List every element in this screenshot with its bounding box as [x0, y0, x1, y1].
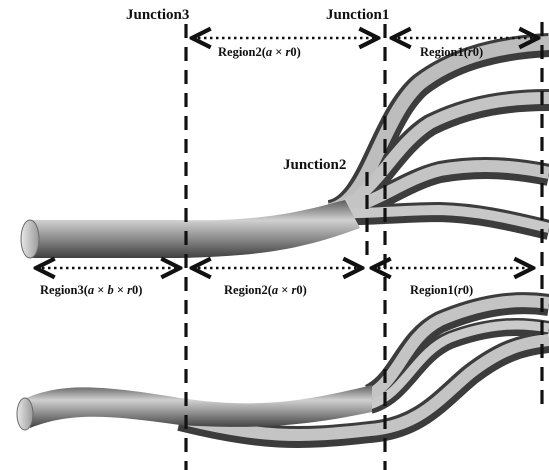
bottom-region2-label: Region2(a × r0)	[224, 284, 307, 297]
times: ×	[278, 283, 291, 297]
text: Region2(	[224, 283, 272, 297]
bottom-region3-label: Region3(a × b × r0)	[40, 284, 142, 297]
text: Region1(	[410, 283, 458, 297]
text: Region2(	[218, 45, 266, 59]
text: 0)	[463, 283, 473, 297]
junction3-label: Junction3	[126, 8, 189, 23]
text: Region1(	[420, 45, 468, 59]
junction1-label: Junction1	[326, 8, 389, 23]
text: Region3(	[40, 283, 88, 297]
upper-vessel-tree	[21, 43, 549, 258]
text: 0)	[290, 45, 300, 59]
bottom-region1-label: Region1(r0)	[410, 284, 473, 297]
times: ×	[94, 283, 107, 297]
lower-vessel-tree	[17, 301, 549, 437]
top-region2-label: Region2(a × r0)	[218, 46, 301, 59]
junction2-label: Junction2	[283, 158, 346, 173]
times: ×	[114, 283, 127, 297]
top-region1-label: Region1(r0)	[420, 46, 483, 59]
times: ×	[272, 45, 285, 59]
text: 0)	[296, 283, 306, 297]
text: 0)	[473, 45, 483, 59]
text: 0)	[132, 283, 142, 297]
